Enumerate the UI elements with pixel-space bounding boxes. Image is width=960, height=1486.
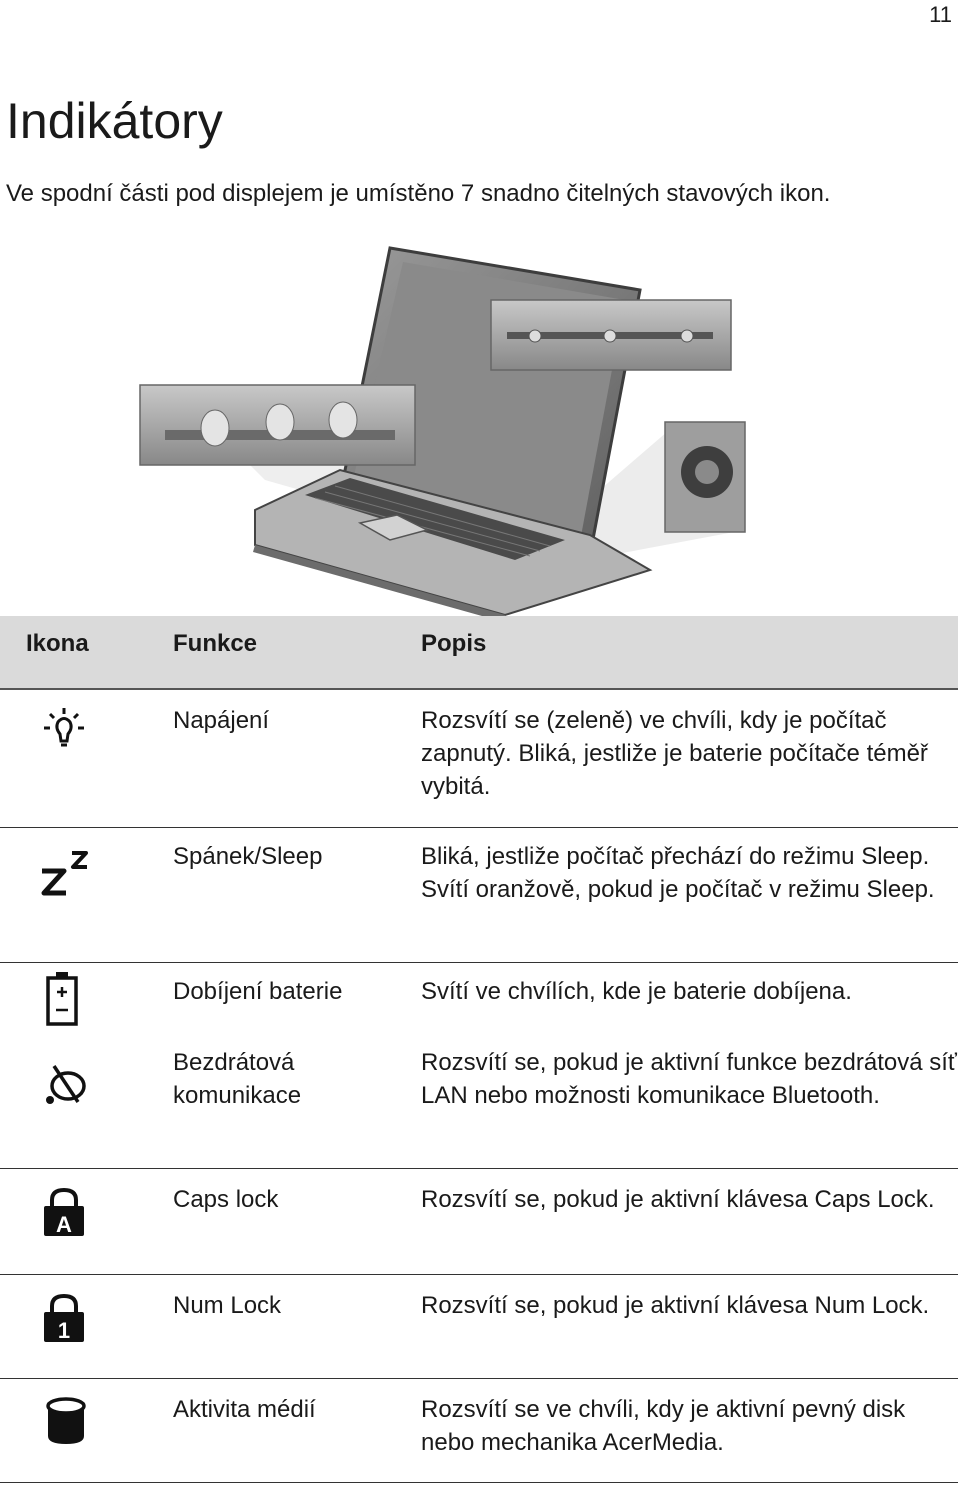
power-icon <box>44 708 84 747</box>
function-label: Spánek/Sleep <box>173 843 323 870</box>
table-row: Aktivita médií Rozsvítí se ve chvíli, kd… <box>0 1378 958 1483</box>
function-label: Aktivita médií <box>173 1396 316 1423</box>
description-text: Svítí ve chvílích, kde je baterie dobíje… <box>421 978 852 1005</box>
battery-charge-icon <box>46 972 78 1026</box>
header-description: Popis <box>421 630 487 657</box>
function-label: Caps lock <box>173 1186 279 1213</box>
description-text: Rozsvítí se (zeleně) ve chvíli, kdy je p… <box>421 707 928 800</box>
function-label: Bezdrátová komunikace <box>173 1049 302 1109</box>
caps-lock-icon: A <box>44 1187 84 1237</box>
description-text: Rozsvítí se ve chvíli, kdy je aktivní pe… <box>421 1396 906 1456</box>
page-number: 11 <box>929 2 952 27</box>
table-row: Spánek/Sleep Bliká, jestliže počítač pře… <box>0 827 958 963</box>
header-icon: Ikona <box>26 630 89 657</box>
function-label: Napájení <box>173 707 270 734</box>
description-text: Rozsvítí se, pokud je aktivní klávesa Ca… <box>421 1186 935 1213</box>
description-text: Rozsvítí se, pokud je aktivní klávesa Nu… <box>421 1292 930 1319</box>
table-row: Dobíjení baterie Svítí ve chvílích, kde … <box>0 962 958 1038</box>
function-label: Dobíjení baterie <box>173 978 343 1005</box>
page-title: Indikátory <box>6 93 223 149</box>
header-function: Funkce <box>173 630 258 657</box>
table-row: Napájení Rozsvítí se (zeleně) ve chvíli,… <box>0 690 958 828</box>
table-row: A Caps lock Rozsvítí se, pokud je aktivn… <box>0 1168 958 1275</box>
description-text: Rozsvítí se, pokud je aktivní funkce bez… <box>421 1049 957 1109</box>
laptop-illustration <box>139 246 746 620</box>
function-label: Num Lock <box>173 1292 282 1319</box>
intro-paragraph: Ve spodní části pod displejem je umístěn… <box>6 180 831 207</box>
media-activity-icon <box>46 1397 86 1444</box>
caps-lock-glyph: A <box>56 1212 72 1237</box>
description-text: Bliká, jestliže počítač přechází do reži… <box>421 843 935 903</box>
wireless-icon <box>46 1065 86 1104</box>
table-row: 1 Num Lock Rozsvítí se, pokud je aktivní… <box>0 1274 958 1379</box>
table-row: Bezdrátová komunikace Rozsvítí se, pokud… <box>0 1038 958 1169</box>
sleep-icon <box>41 851 88 896</box>
num-lock-icon: 1 <box>44 1293 84 1343</box>
num-lock-glyph: 1 <box>58 1318 70 1343</box>
table-header <box>0 616 958 690</box>
